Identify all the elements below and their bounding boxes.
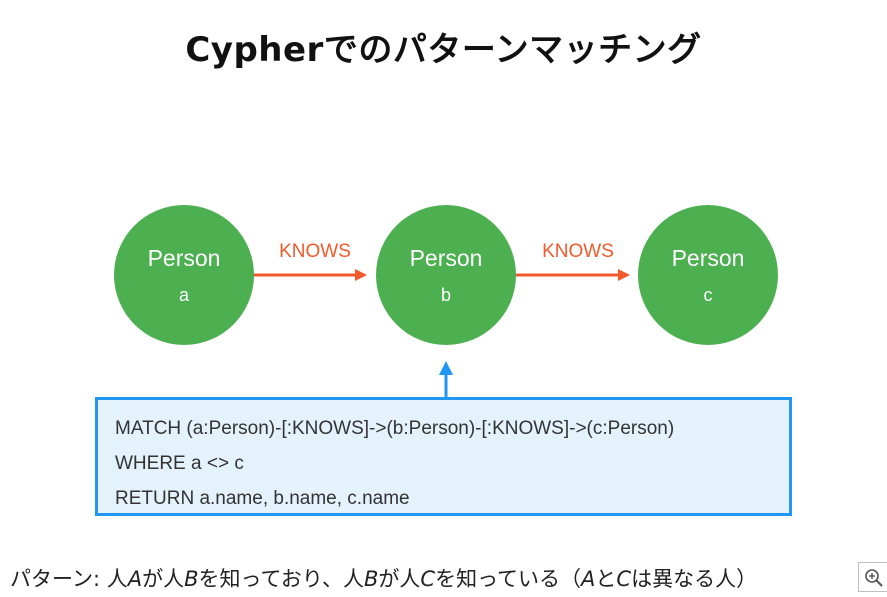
node-type-label: Person <box>410 245 483 271</box>
node-circle <box>638 205 778 345</box>
caption-text: を知っている（ <box>435 567 582 591</box>
node-a: Person a <box>114 205 254 345</box>
relationship-label: KNOWS <box>542 241 614 262</box>
caption-text: が <box>142 567 164 591</box>
node-type-label: Person <box>672 245 745 271</box>
caption-var-b: B <box>363 567 379 591</box>
query-match-line: MATCH (a:Person)-[:KNOWS]->(b:Person)-[:… <box>115 418 675 439</box>
node-type-label: Person <box>148 245 221 271</box>
pattern-caption: パターン: 人Aが人Bを知っており、人Bが人Cを知っている（AとCは異なる人） <box>10 563 757 593</box>
relationship-b-c: KNOWS <box>516 241 630 281</box>
diagram-title: Cypherでのパターンマッチング <box>185 30 702 70</box>
caption-text: が <box>378 567 400 591</box>
caption-var-b: B <box>184 567 199 591</box>
relationship-a-b: KNOWS <box>253 241 367 281</box>
query-where-line: WHERE a <> c <box>115 453 244 474</box>
caption-var-c: C <box>420 567 436 591</box>
caption-text: 人 <box>106 567 128 591</box>
zoom-in-icon <box>865 569 883 587</box>
cypher-query-box: MATCH (a:Person)-[:KNOWS]->(b:Person)-[:… <box>95 397 792 516</box>
zoom-button[interactable] <box>858 562 887 592</box>
node-variable-label: c <box>704 285 713 305</box>
caption-text: 人 <box>163 567 185 591</box>
relationship-label: KNOWS <box>279 241 351 262</box>
caption-text: 人 <box>399 567 421 591</box>
caption-text: と <box>595 567 617 591</box>
query-return-line: RETURN a.name, b.name, c.name <box>115 488 410 509</box>
caption-text: は異なる人） <box>631 567 758 591</box>
caption-var-a: A <box>127 567 143 591</box>
node-b: Person b <box>376 205 516 345</box>
node-circle <box>114 205 254 345</box>
caption-text: 人 <box>342 567 364 591</box>
caption-text: を知っており、 <box>198 567 343 591</box>
caption-var-c: C <box>616 567 632 591</box>
node-circle <box>376 205 516 345</box>
node-variable-label: a <box>179 285 190 305</box>
caption-prefix: パターン: <box>10 567 107 591</box>
caption-var-a: A <box>581 567 596 591</box>
node-c: Person c <box>638 205 778 345</box>
node-variable-label: b <box>441 285 451 305</box>
